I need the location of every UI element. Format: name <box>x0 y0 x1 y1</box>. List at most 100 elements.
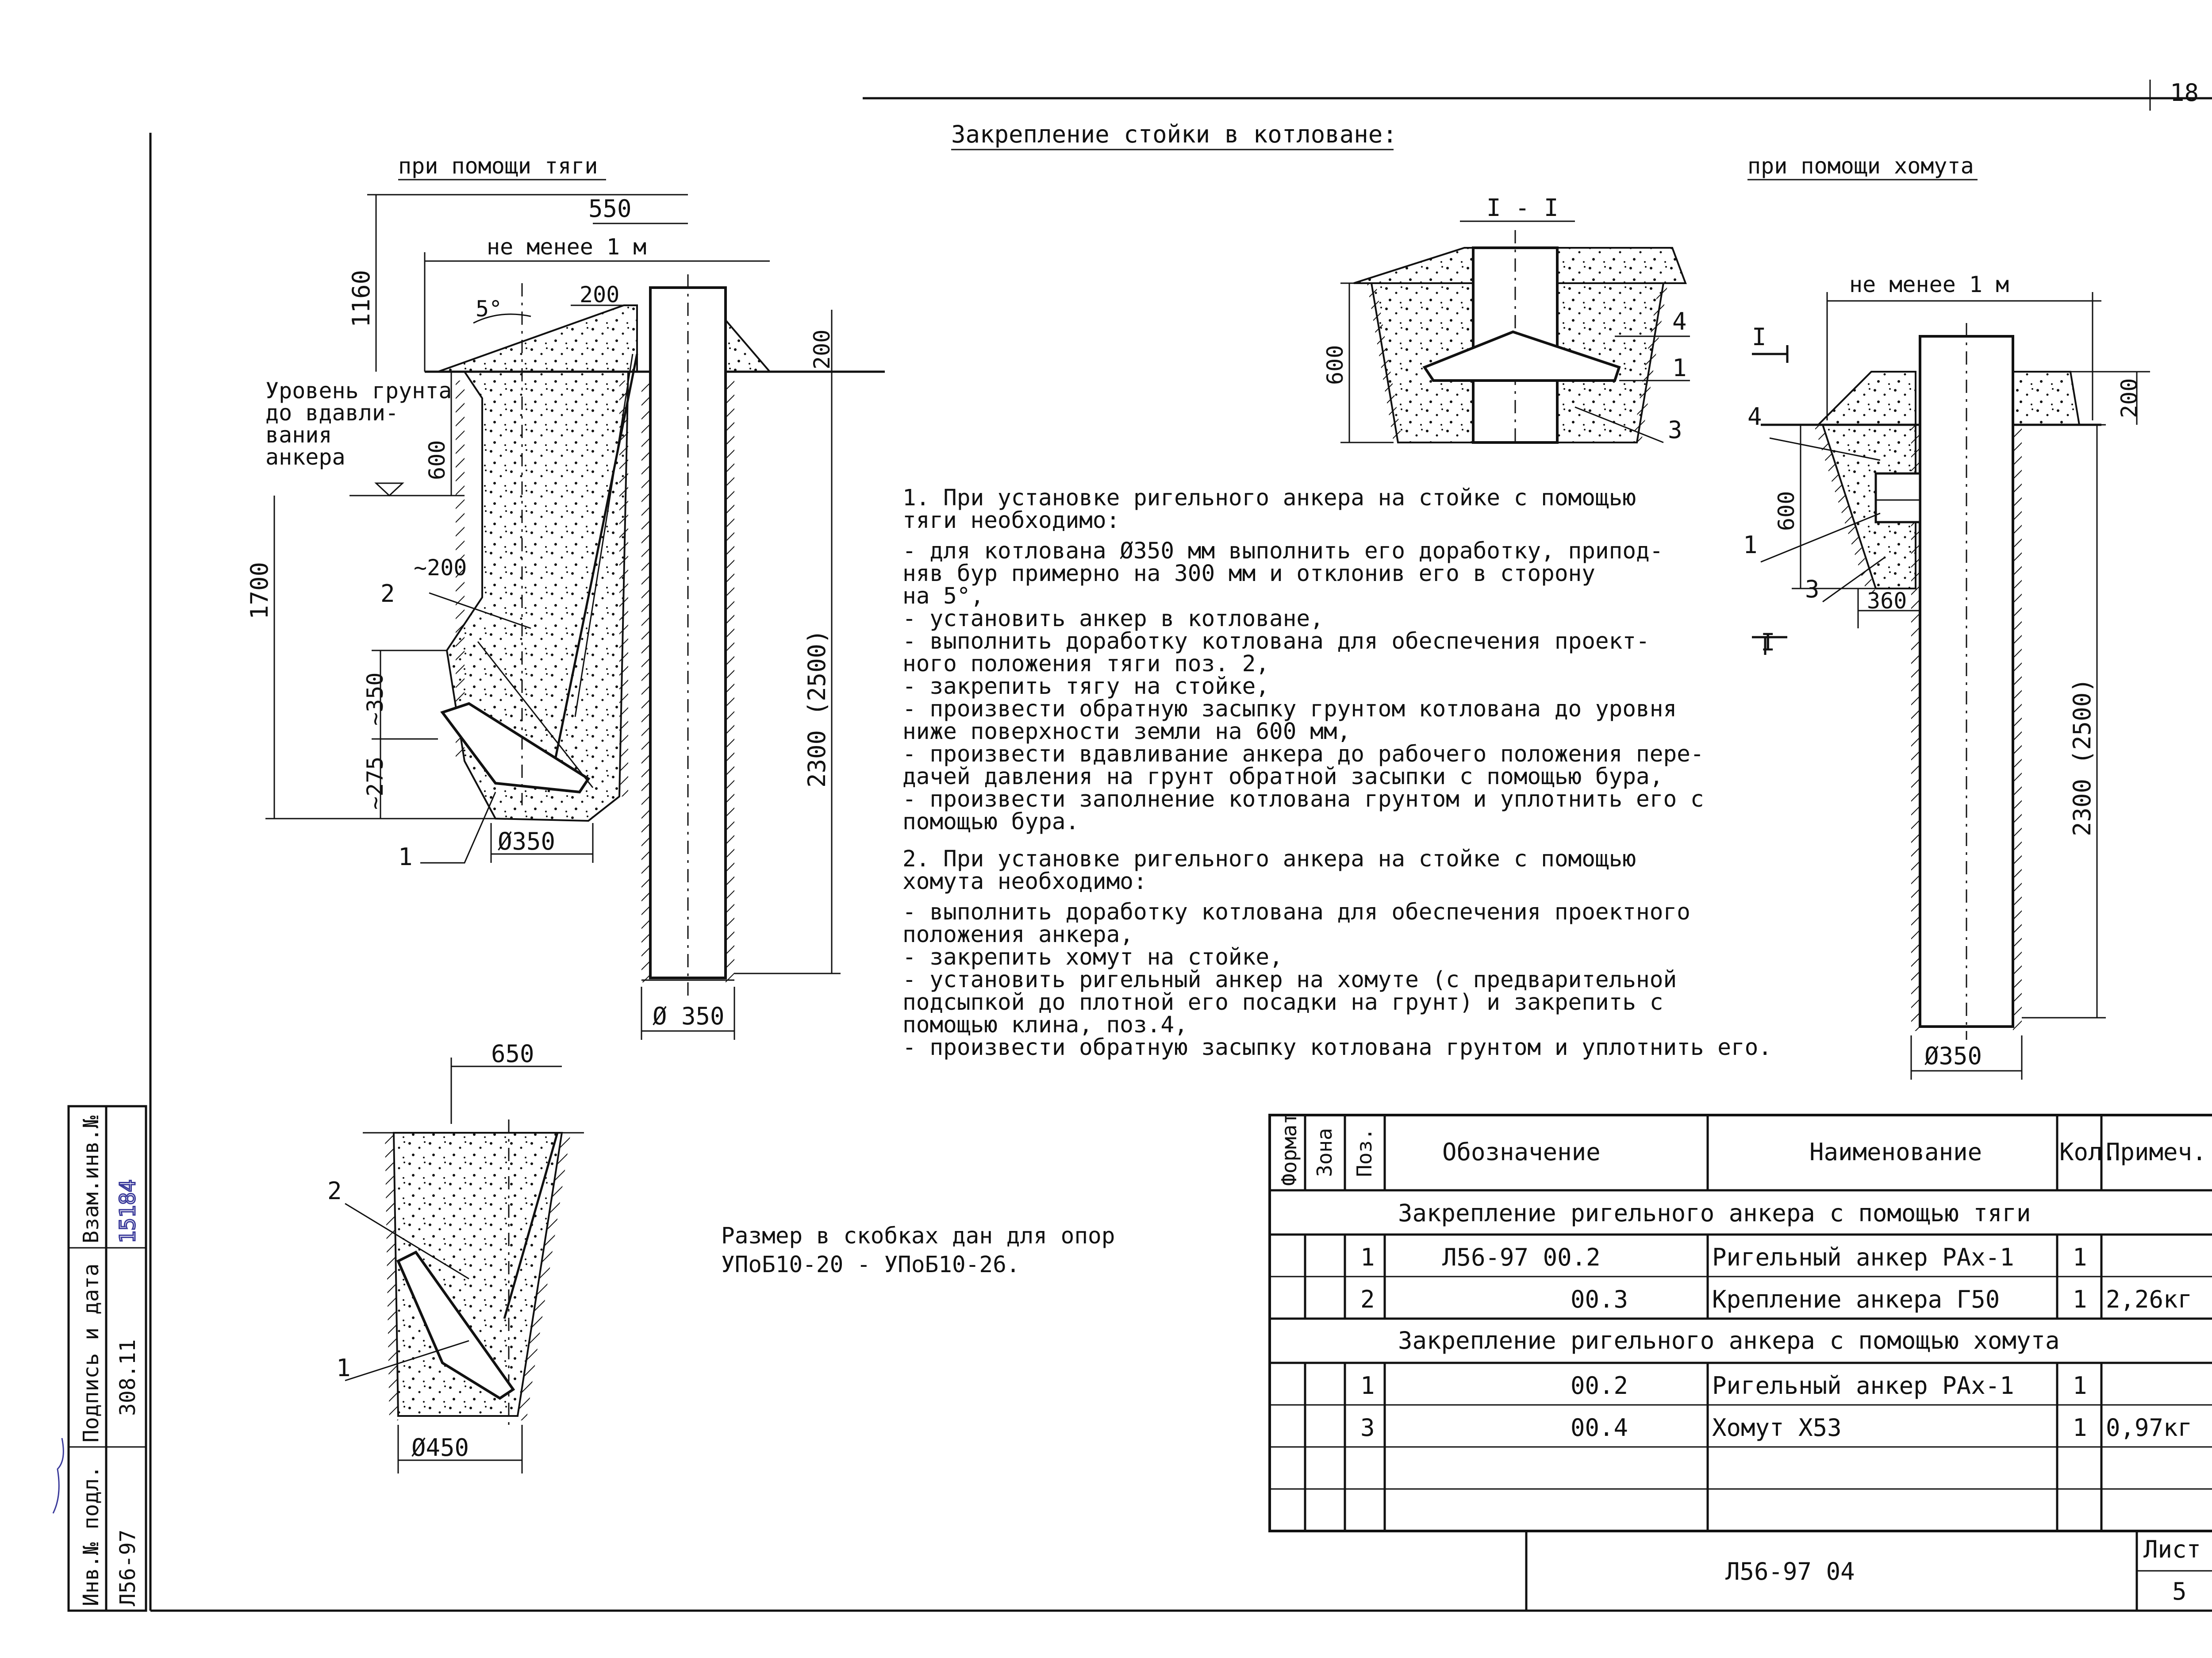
dim-min-1m: не менее 1 м <box>487 234 646 260</box>
header-designation: Обозначение <box>1442 1138 1601 1166</box>
sheet-number: 18 <box>2170 79 2199 107</box>
left-view-caption: при помощи тяги <box>398 153 598 179</box>
backfill-slope <box>438 304 638 373</box>
table-row: 3 00.4 Хомут Х53 1 0,97кг <box>1360 1414 2192 1442</box>
ground-level-label: Уровень грунта до вдавли- вания анкера <box>265 378 452 470</box>
svg-text:2: 2 <box>1360 1285 1375 1313</box>
stamp-inv-value: Л56-97 <box>115 1530 140 1606</box>
header-qty: Кол. <box>2059 1138 2117 1166</box>
right-dim-360: 360 <box>1867 588 1907 614</box>
svg-text:Ригельный анкер РАх-1: Ригельный анкер РАх-1 <box>1712 1372 2014 1400</box>
dim-200-right: 200 <box>809 330 835 369</box>
svg-text:помощью бура.: помощью бура. <box>902 809 1079 835</box>
instr-2-heading-2: хомута необходимо: <box>902 869 1147 895</box>
sheet-label: Лист <box>2143 1535 2201 1563</box>
dim-200-side: ~200 <box>414 555 467 581</box>
anchor-rod <box>547 354 638 792</box>
bottom-pos-2: 2 <box>327 1177 342 1205</box>
stamp-replace-value: 15184 <box>115 1180 140 1244</box>
stamp-sign-label: Подпись и дата <box>79 1263 104 1443</box>
svg-text:1: 1 <box>2073 1285 2087 1313</box>
svg-text:Уровень грунта: Уровень грунта <box>265 378 452 404</box>
dim-1700: 1700 <box>246 562 273 619</box>
svg-text:- закрепить тягу на стойке,: - закрепить тягу на стойке, <box>902 673 1269 700</box>
svg-text:до вдавли-: до вдавли- <box>265 400 399 426</box>
right-dim-600: 600 <box>1774 491 1799 531</box>
svg-text:1: 1 <box>1360 1372 1375 1400</box>
svg-text:анкера: анкера <box>265 444 346 470</box>
right-dim-min-1m: не менее 1 м <box>1849 272 2009 297</box>
header-note: Примеч. <box>2106 1138 2207 1166</box>
svg-text:Крепление анкера Г50: Крепление анкера Г50 <box>1712 1285 2000 1313</box>
dim-600: 600 <box>424 440 450 480</box>
svg-text:няв бур примерно на 300 мм и о: няв бур примерно на 300 мм и отклонив ег… <box>902 561 1595 587</box>
doc-code: Л56-97 04 <box>1725 1558 1855 1585</box>
svg-text:помощью клина, поз.4,: помощью клина, поз.4, <box>902 1012 1188 1038</box>
svg-text:- для котлована Ø350 мм выполн: - для котлована Ø350 мм выполнить его до… <box>902 538 1663 564</box>
svg-text:00.3: 00.3 <box>1571 1285 1628 1313</box>
pos-1-label: 1 <box>398 843 413 871</box>
svg-text:- произвести обратную засыпку: - произвести обратную засыпку котлована … <box>902 1035 1772 1061</box>
svg-text:Ригельный анкер РАх-1: Ригельный анкер РАх-1 <box>1712 1243 2014 1271</box>
spec-table: Формат Зона Поз. Обозначение Наименовани… <box>1268 1112 2212 1532</box>
group-1-title: Закрепление ригельного анкера с помощью … <box>1398 1199 2031 1227</box>
svg-text:3: 3 <box>1360 1414 1375 1442</box>
dim-275: ~275 <box>362 757 388 810</box>
drawing-title: Закрепление стойки в котловане: <box>951 120 1397 148</box>
dim-dia350-post: Ø 350 <box>653 1002 725 1030</box>
svg-text:- произвести вдавливание анкер: - произвести вдавливание анкера до рабоч… <box>902 741 1704 767</box>
svg-text:- установить анкер в котловане: - установить анкер в котловане, <box>902 606 1324 632</box>
right-dim-2300: 2300 (2500) <box>2068 678 2096 836</box>
section-pos-3: 3 <box>1668 416 1682 444</box>
stamp-inv-label: Инв.№ подл. <box>79 1466 104 1606</box>
cut-mark-bottom: I <box>1761 628 1775 656</box>
right-view: при помощи хомута не менее 1 м 200 600 3… <box>1743 153 2150 1080</box>
dim-5deg: 5° <box>476 296 502 322</box>
svg-text:- выполнить доработку котлован: - выполнить доработку котлована для обес… <box>902 899 1690 925</box>
left-stamp: Взам.инв.№ Подпись и дата Инв.№ подл. 15… <box>52 1105 147 1612</box>
stamp-sign-value: 308.11 <box>115 1339 140 1416</box>
header-pos: Поз. <box>1352 1128 1376 1177</box>
bottom-pos-1: 1 <box>336 1354 351 1382</box>
svg-text:положения анкера,: положения анкера, <box>902 922 1133 948</box>
right-view-caption: при помощи хомута <box>1747 153 1974 179</box>
dim-2300: 2300 (2500) <box>803 629 831 788</box>
stamp-replace-label: Взам.инв.№ <box>79 1116 104 1243</box>
cut-mark-top: I <box>1752 323 1767 351</box>
svg-text:- закрепить хомут на стойке,: - закрепить хомут на стойке, <box>902 944 1283 970</box>
section-dim-600: 600 <box>1322 345 1348 385</box>
svg-text:1: 1 <box>2073 1372 2087 1400</box>
dim-1160: 1160 <box>347 270 375 327</box>
svg-text:подсыпкой до плотной его посад: подсыпкой до плотной его посадки на грун… <box>902 989 1663 1016</box>
svg-text:1: 1 <box>2073 1414 2087 1442</box>
section-view: I - I 600 4 1 3 <box>1322 194 1690 447</box>
svg-text:- установить ригельный анкер н: - установить ригельный анкер на хомуте (… <box>902 967 1677 993</box>
sheet-value: 5 <box>2172 1577 2187 1605</box>
svg-text:дачей давления на грунт обратн: дачей давления на грунт обратной засыпки… <box>902 764 1663 790</box>
clamp <box>1874 472 1921 523</box>
dim-350: ~350 <box>362 673 388 726</box>
header-zone: Зона <box>1313 1128 1336 1177</box>
bottom-view: 650 Ø450 2 1 <box>327 1040 584 1473</box>
group-2-title: Закрепление ригельного анкера с помощью … <box>1398 1327 2060 1354</box>
svg-text:Размер в скобках дан для опор: Размер в скобках дан для опор <box>721 1223 1115 1249</box>
left-view: при помощи тяги 1160 550 <box>246 153 885 1040</box>
svg-text:00.2: 00.2 <box>1571 1372 1628 1400</box>
signature-scribble <box>52 1438 64 1514</box>
svg-text:Хомут Х53: Хомут Х53 <box>1712 1414 1842 1442</box>
section-pos-4: 4 <box>1672 308 1687 335</box>
title-block: Л56-97 04 Лист 5 <box>1525 1531 2212 1611</box>
svg-text:2,26кг: 2,26кг <box>2106 1285 2192 1313</box>
pos-2-label: 2 <box>380 580 395 608</box>
svg-text:1: 1 <box>1360 1243 1375 1271</box>
section-anchor <box>1422 330 1621 382</box>
dim-550: 550 <box>588 195 632 223</box>
svg-text:00.4: 00.4 <box>1571 1414 1628 1442</box>
svg-text:на 5°,: на 5°, <box>902 583 984 609</box>
section-pos-1: 1 <box>1672 354 1687 382</box>
bottom-dim-650: 650 <box>491 1040 534 1068</box>
svg-text:вания: вания <box>265 422 332 448</box>
table-row: 1 Л56-97 00.2 Ригельный анкер РАх-1 1 <box>1360 1243 2087 1271</box>
